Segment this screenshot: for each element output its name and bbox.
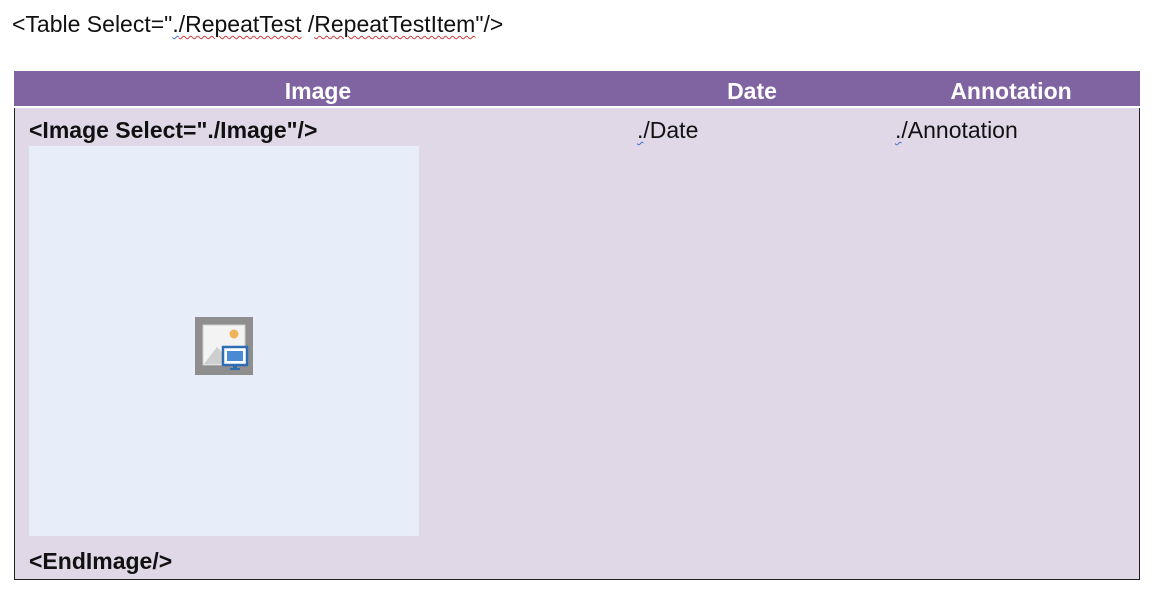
table-header-row: Image Date Annotation [14, 71, 1140, 108]
annotation-field: ./Annotation [895, 115, 1018, 145]
table-tag-separator: / [301, 11, 315, 37]
table-tag-path-repeattest: /RepeatTest [178, 11, 302, 37]
table-tag-dot: . [172, 11, 179, 37]
annotation-field-dot: . [895, 117, 902, 143]
end-image-tag: <EndImage/> [29, 548, 173, 574]
header-image: Image [284, 78, 352, 104]
template-table: Image Date Annotation <Image Select="./I… [14, 71, 1140, 580]
date-field-path: /Date [643, 117, 699, 143]
table-tag-prefix: <Table Select=" [12, 11, 173, 37]
table-tag-path-repeattestitem: RepeatTestItem [314, 11, 476, 37]
date-field: ./Date [637, 115, 698, 145]
annotation-field-path: /Annotation [901, 117, 1018, 143]
header-annotation: Annotation [950, 78, 1072, 104]
table-tag-suffix: "/> [475, 11, 504, 37]
date-field-dot: . [637, 117, 644, 143]
image-select-tag: <Image Select="./Image"/> [29, 117, 318, 143]
picture-placeholder-icon [195, 317, 253, 375]
table-select-tag: <Table Select="./RepeatTest /RepeatTestI… [12, 8, 503, 40]
image-placeholder[interactable] [29, 146, 419, 536]
header-date: Date [727, 78, 777, 104]
